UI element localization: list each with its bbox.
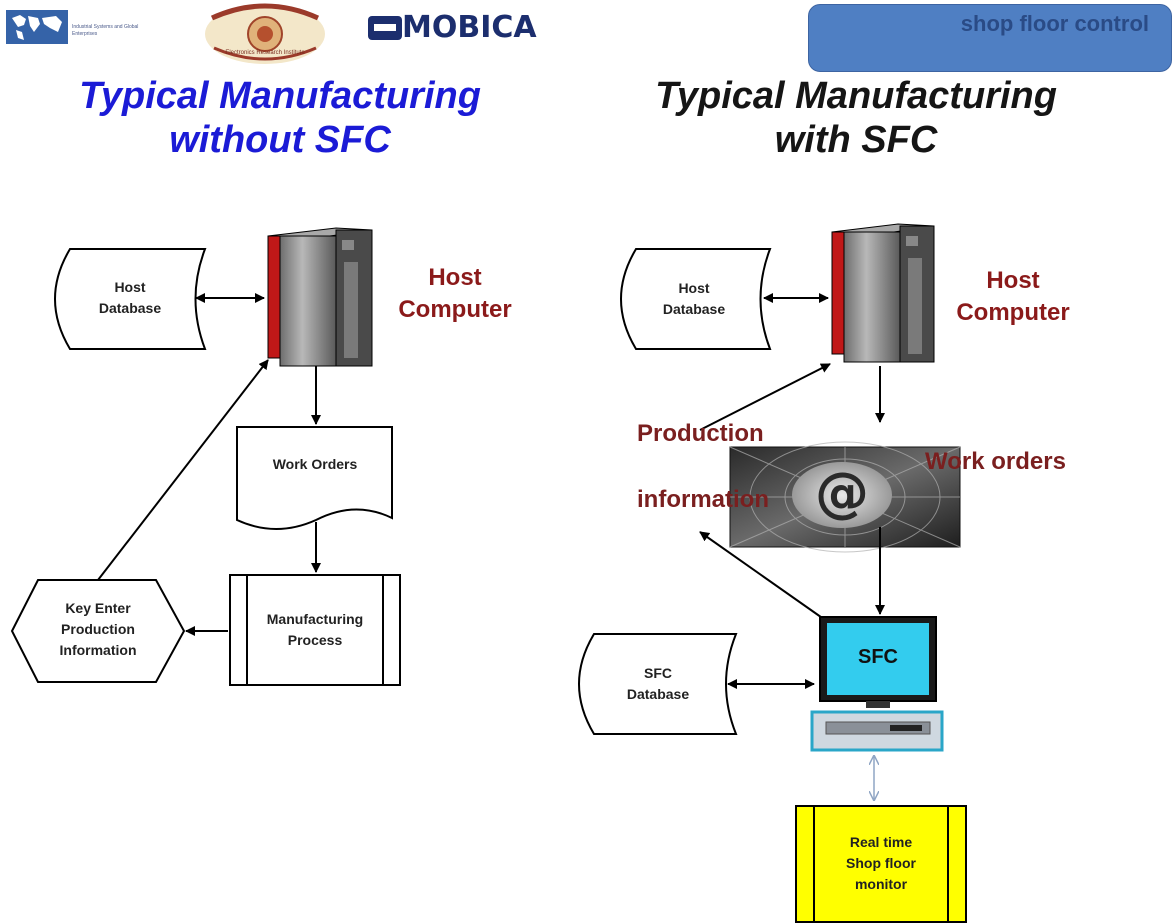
sfc-screen-label: SFC xyxy=(858,646,898,668)
right-host-database-label-line2: Database xyxy=(662,301,726,317)
shop-floor-monitor-label-line3: monitor xyxy=(854,876,908,892)
left-title: Typical Manufacturing without SFC xyxy=(40,74,520,162)
left-work-orders-label: Work Orders xyxy=(272,456,358,472)
sfc-database-label-line1: SFC xyxy=(644,665,672,681)
information-label: information xyxy=(637,486,769,513)
right-host-database-label: Host Database xyxy=(624,278,764,320)
right-host-computer-label: Host Computer xyxy=(938,265,1088,329)
left-host-computer-icon xyxy=(267,227,373,367)
right-host-computer-icon xyxy=(831,223,935,363)
logo-mobica: MOBICA xyxy=(368,10,537,46)
work-orders-right-label: Work orders xyxy=(925,448,1066,475)
left-host-computer-label: Host Computer xyxy=(380,262,530,326)
production-label: Production xyxy=(637,420,764,447)
at-symbol-icon: @ xyxy=(792,462,892,528)
left-manufacturing-process-label-line1: Manufacturing xyxy=(266,611,364,627)
shop-floor-monitor-shape xyxy=(795,805,967,923)
left-key-enter-label-line1: Key Enter xyxy=(65,600,131,616)
sfc-computer-icon xyxy=(810,616,944,752)
left-title-line2: without SFC xyxy=(169,119,391,161)
right-host-database-label-line1: Host xyxy=(678,280,710,296)
at-symbol-text: @ xyxy=(815,461,869,524)
institute-seal-icon xyxy=(205,3,325,64)
left-key-enter-label-line3: Information xyxy=(59,642,137,658)
shop-floor-monitor-label-line2: Shop floor xyxy=(846,855,916,871)
mobica-icon xyxy=(368,15,402,40)
left-key-enter-label: Key Enter Production Information xyxy=(28,598,168,661)
left-host-database-label-line2: Database xyxy=(98,300,162,316)
right-sfc-information-arrow xyxy=(699,531,829,623)
logo-left: Industrial Systems and Global Enterprise… xyxy=(6,10,156,50)
sfc-database-label-line2: Database xyxy=(626,686,690,702)
shop-floor-monitor-label: Real time Shop floor monitor xyxy=(806,832,956,895)
right-production-host-arrow xyxy=(699,363,831,431)
right-sfc-database-shape xyxy=(578,633,738,735)
left-title-line1: Typical Manufacturing xyxy=(79,75,481,117)
sfc-database-label: SFC Database xyxy=(588,663,728,705)
right-host-computer-label-line1: Host xyxy=(986,267,1040,294)
world-map-icon xyxy=(6,10,68,44)
logo-center-text: Electronics Research Institute xyxy=(225,50,305,56)
right-title-line1: Typical Manufacturing xyxy=(655,75,1057,117)
topic-badge: shop floor control xyxy=(808,4,1172,72)
left-host-database-label: Host Database xyxy=(60,277,200,319)
logo-left-text: Industrial Systems and Global Enterprise… xyxy=(72,24,139,37)
left-keyenter-host-arrow xyxy=(97,359,269,581)
left-manufacturing-process-label-line2: Process xyxy=(287,632,343,648)
right-host-database-shape xyxy=(620,248,772,350)
logo-center: Electronics Research Institute xyxy=(200,0,330,66)
left-work-orders-shape xyxy=(236,426,393,530)
left-key-enter-label-line2: Production xyxy=(61,621,135,637)
shop-floor-monitor-label-line1: Real time xyxy=(849,834,913,850)
left-key-enter-shape xyxy=(10,579,186,683)
left-host-computer-label-line1: Host xyxy=(428,264,482,291)
right-title-line2: with SFC xyxy=(774,119,938,161)
left-manufacturing-process-label: Manufacturing Process xyxy=(240,609,390,651)
left-host-database-shape xyxy=(54,248,207,350)
left-host-database-label-line1: Host xyxy=(114,279,146,295)
right-host-computer-label-line2: Computer xyxy=(956,299,1070,326)
topic-badge-text: shop floor control xyxy=(960,11,1149,36)
left-host-computer-label-line2: Computer xyxy=(398,296,512,323)
logo-mobica-text: MOBICA xyxy=(402,10,537,45)
right-title: Typical Manufacturing with SFC xyxy=(616,74,1096,162)
left-manufacturing-process-shape xyxy=(229,574,401,686)
